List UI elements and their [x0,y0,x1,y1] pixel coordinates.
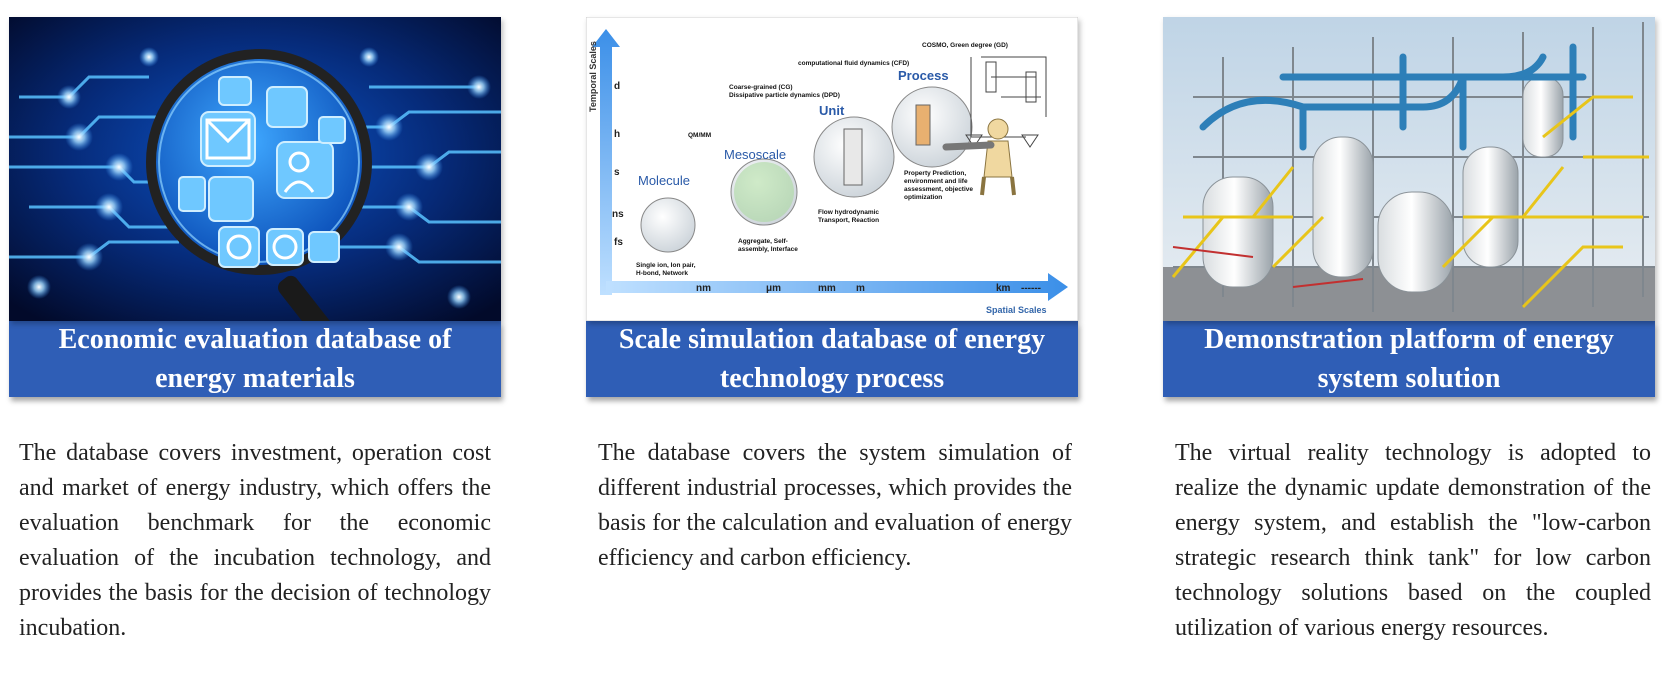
y-tick: d [614,81,620,92]
x-axis-label: Spatial Scales [986,305,1047,315]
stage-label: Unit [819,103,845,118]
stage-label: Molecule [638,173,690,188]
stage-label: Mesoscale [724,147,786,162]
y-tick: h [614,129,620,140]
diagram-note: Dissipative particle dynamics (DPD) [729,92,840,99]
x-tick: m [856,283,865,294]
card-description: The database covers investment, operatio… [19,440,491,641]
magnifier-over-app-icons-image [9,17,501,321]
card-description: The virtual reality technology is adopte… [1175,440,1651,641]
diagram-note: optimization [904,194,942,201]
card-scale-simulation: Temporal Scales Spatial Scales d h s ns … [586,17,1078,576]
y-tick: fs [614,237,623,248]
magnifier-icon [9,17,501,321]
x-tick: ------ [1021,283,1041,294]
card-title: Economic evaluation database of energy m… [9,321,501,397]
card-title: Scale simulation database of energy tech… [586,321,1078,397]
y-tick: s [614,167,620,178]
card-demonstration-platform: Demonstration platform of energy system … [1163,17,1655,646]
industrial-plant-icon [1163,17,1655,321]
diagram-note: assessment, objective [904,186,973,193]
multiscale-diagram-icon: Temporal Scales Spatial Scales d h s ns … [586,17,1078,321]
x-tick: km [996,283,1011,294]
diagram-note: environment and life [904,178,968,185]
y-axis-label: Temporal Scales [588,41,598,112]
y-tick: ns [612,209,624,220]
diagram-note: QM/MM [688,132,711,139]
diagram-note: Aggregate, Self- [738,238,788,245]
x-tick: mm [818,283,836,294]
diagram-note: computational fluid dynamics (CFD) [798,60,909,67]
stage-label: Process [898,68,949,83]
diagram-note: Property Prediction, [904,170,966,177]
card-economic-evaluation: Economic evaluation database of energy m… [9,17,501,646]
diagram-note: COSMO, Green degree (GD) [922,42,1008,49]
diagram-note: H-bond, Network [636,270,688,277]
diagram-note: Flow hydrodynamic [818,209,879,216]
industrial-plant-rendering-image [1163,17,1655,321]
card-title: Demonstration platform of energy system … [1163,321,1655,397]
x-tick: nm [696,283,711,294]
multiscale-simulation-diagram-image: Temporal Scales Spatial Scales d h s ns … [586,17,1078,321]
diagram-note: Coarse-grained (CG) [729,84,793,91]
diagram-note: assembly, Interface [738,246,798,253]
diagram-note: Single ion, Ion pair, [636,262,696,269]
diagram-note: Transport, Reaction [818,217,879,224]
x-tick: μm [766,283,781,294]
card-description: The database covers the system simulatio… [598,440,1072,571]
